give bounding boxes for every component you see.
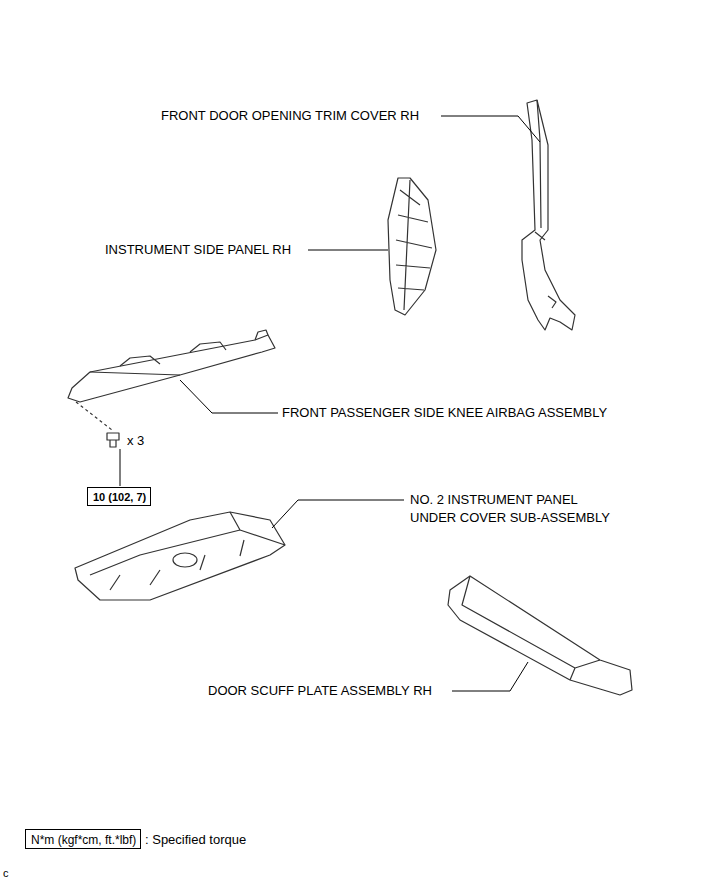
leader-line [272, 500, 404, 528]
trim-cover-detail [535, 100, 556, 308]
legend-text: : Specified torque [145, 831, 246, 849]
bolt-axis [76, 402, 112, 430]
side-panel [388, 178, 436, 315]
leader-line [308, 250, 388, 251]
leader-line [452, 662, 528, 691]
torque-value: 10 (102, 7) [93, 490, 145, 505]
trim-cover [522, 100, 575, 330]
quantity: x 3 [127, 432, 144, 450]
scuff-plate [448, 576, 632, 695]
part-name: FRONT PASSENGER SIDE KNEE AIRBAG ASSEMBL… [282, 404, 607, 422]
leader-line [180, 380, 278, 413]
under-cover-hole [173, 553, 197, 567]
leader-line [441, 116, 540, 142]
torque-box: 10 (102, 7) [87, 487, 151, 506]
part-name: FRONT DOOR OPENING TRIM COVER RH [161, 107, 419, 125]
knee-airbag [68, 335, 275, 402]
part-name: DOOR SCUFF PLATE ASSEMBLY RH [208, 682, 432, 700]
part-name: INSTRUMENT SIDE PANEL RH [105, 241, 291, 259]
leader-line [120, 449, 121, 486]
figure-code: c [3, 864, 9, 882]
torque-value: N*m (kgf*cm, ft.*lbf) [31, 832, 135, 848]
part-name: NO. 2 INSTRUMENT PANEL UNDER COVER SUB-A… [410, 491, 625, 527]
under-cover [75, 512, 285, 600]
knee-airbag-detail [90, 330, 268, 375]
side-panel-ribs [396, 180, 432, 310]
scuff-plate-detail [462, 576, 600, 680]
under-cover-detail [90, 512, 285, 590]
bolt [107, 433, 119, 447]
legend-torque-box: N*m (kgf*cm, ft.*lbf) [25, 829, 141, 849]
